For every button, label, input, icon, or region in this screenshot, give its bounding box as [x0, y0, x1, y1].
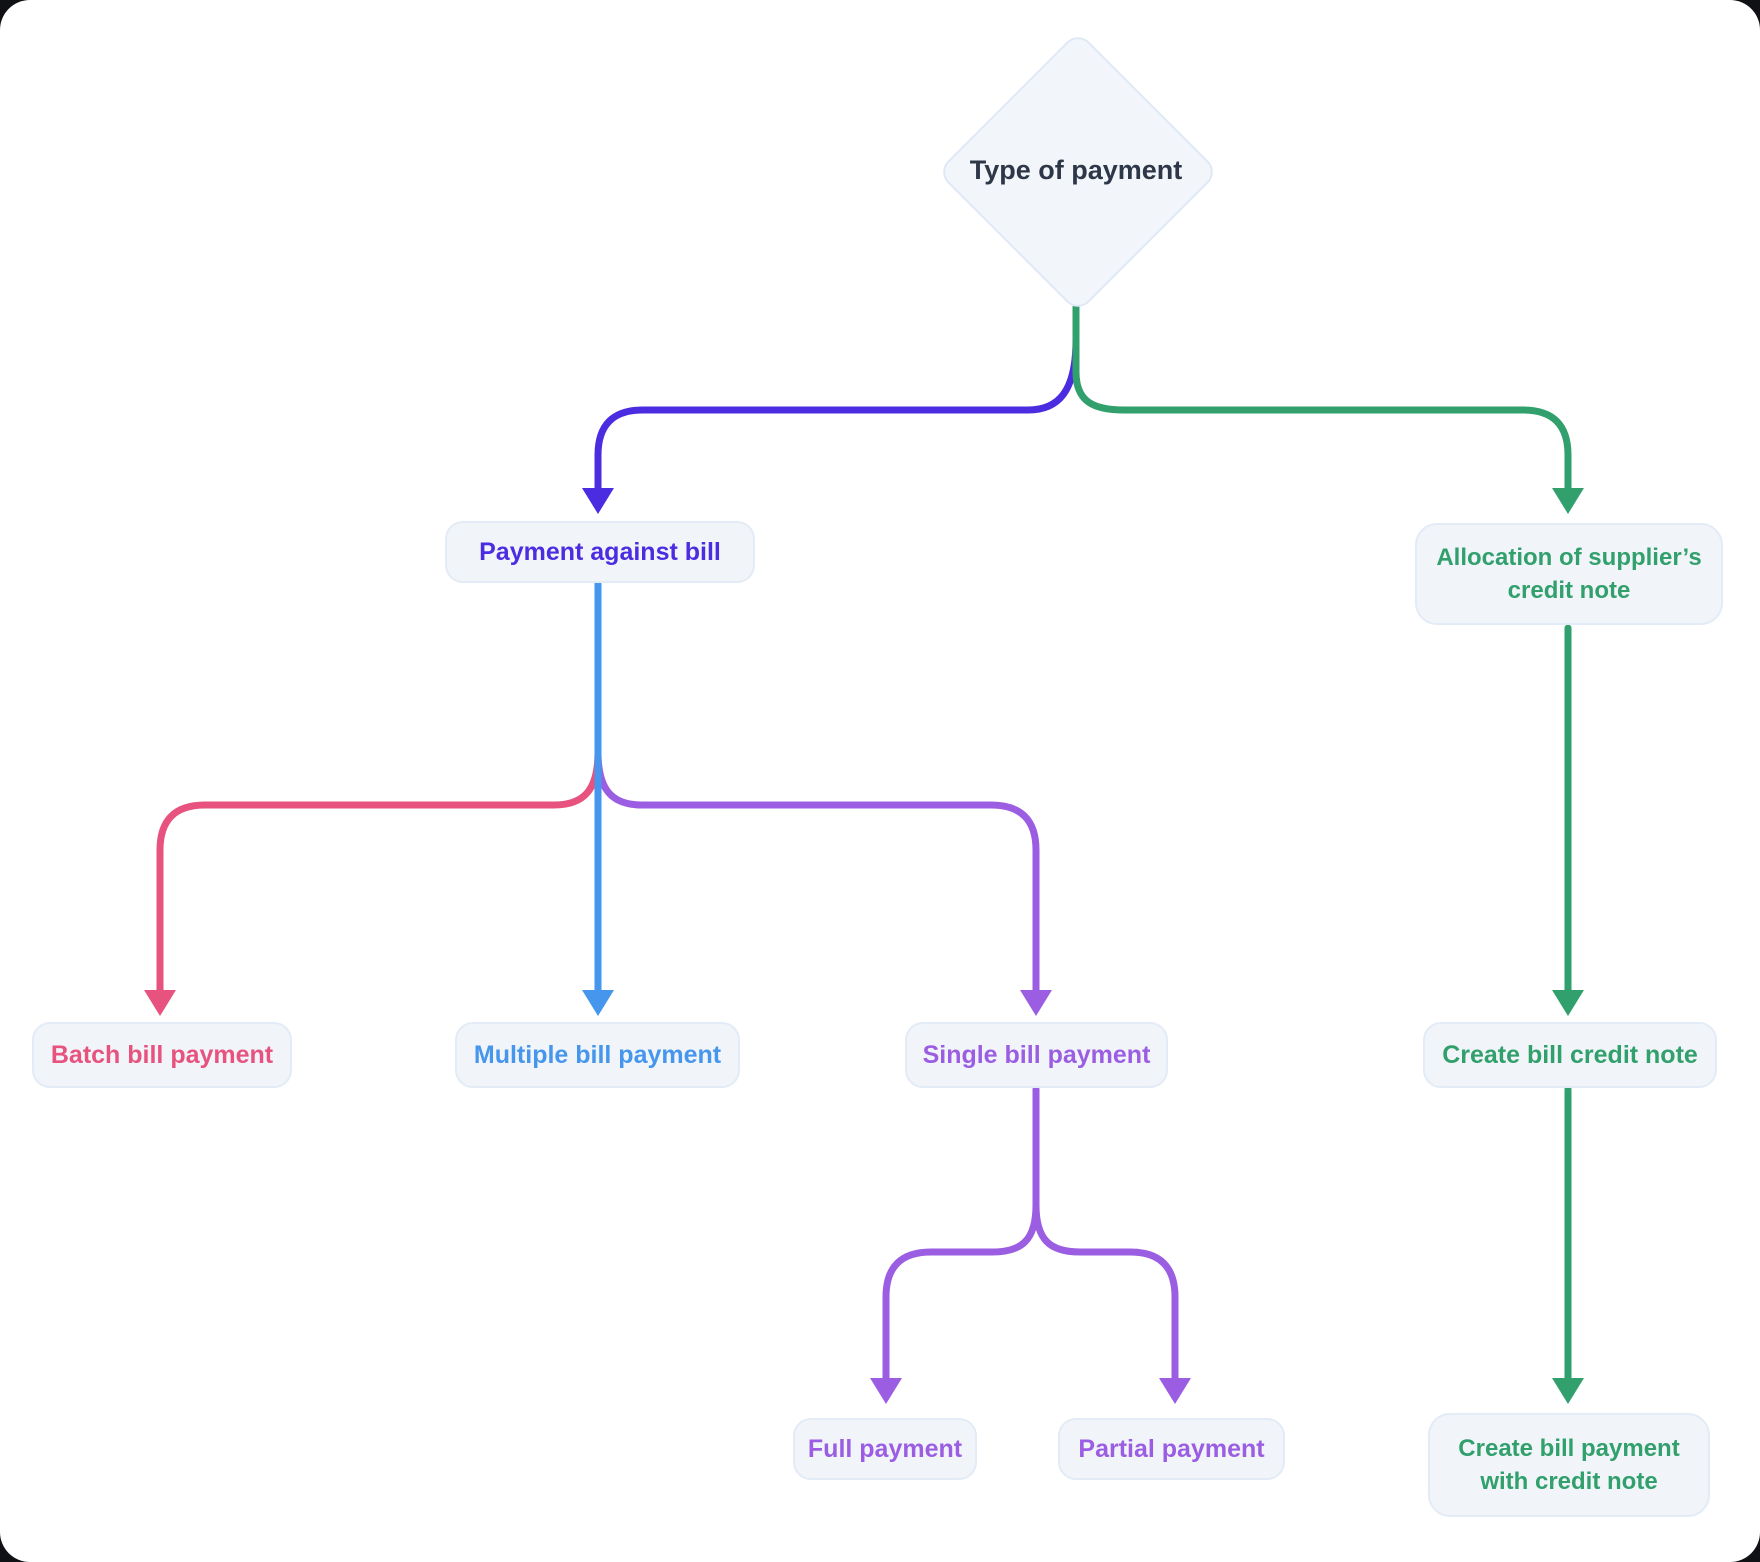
- edge-arrowhead: [1552, 1378, 1584, 1404]
- edge-root-to-allocation-credit-note: [1072, 303, 1584, 514]
- edge-path: [156, 748, 602, 1002]
- node-single-bill-payment: Single bill payment: [905, 1022, 1168, 1088]
- edge-arrowhead: [1552, 990, 1584, 1016]
- edge-arrowhead: [144, 990, 176, 1016]
- edge-path: [1072, 303, 1572, 500]
- edge-root-to-payment-against-bill: [582, 336, 1080, 514]
- node-allocation-of-suppliers-credit-note: Allocation of supplier’s credit note: [1415, 523, 1723, 625]
- edge-path: [594, 336, 1080, 500]
- edge-payment-to-batch: [144, 748, 602, 1016]
- edge-path: [882, 1201, 1040, 1390]
- node-batch-bill-payment: Batch bill payment: [32, 1022, 292, 1088]
- edge-create-credit-note-to-create-payment: [1552, 1085, 1584, 1404]
- node-create-bill-credit-note: Create bill credit note: [1423, 1022, 1717, 1088]
- node-payment-against-bill: Payment against bill: [445, 521, 755, 583]
- edge-path: [594, 748, 1040, 1002]
- edge-arrowhead: [582, 488, 614, 514]
- edge-arrowhead: [582, 990, 614, 1016]
- edge-payment-to-single: [594, 748, 1052, 1016]
- edge-arrowhead: [870, 1378, 902, 1404]
- node-type-of-payment-label: Type of payment: [969, 154, 1183, 185]
- node-create-bill-payment-with-credit-note: Create bill payment with credit note: [1428, 1413, 1710, 1517]
- node-multiple-bill-payment: Multiple bill payment: [455, 1022, 740, 1088]
- edge-single-to-partial: [1032, 1201, 1191, 1404]
- edge-payment-to-multiple: [582, 579, 614, 1016]
- node-full-payment: Full payment: [793, 1418, 977, 1480]
- edge-allocation-to-create-credit-note: [1552, 624, 1584, 1016]
- edge-path: [1032, 1201, 1179, 1390]
- edge-arrowhead: [1159, 1378, 1191, 1404]
- edge-arrowhead: [1552, 488, 1584, 514]
- edge-arrowhead: [1020, 990, 1052, 1016]
- edge-single-to-full: [870, 1085, 1040, 1404]
- node-partial-payment: Partial payment: [1058, 1418, 1285, 1480]
